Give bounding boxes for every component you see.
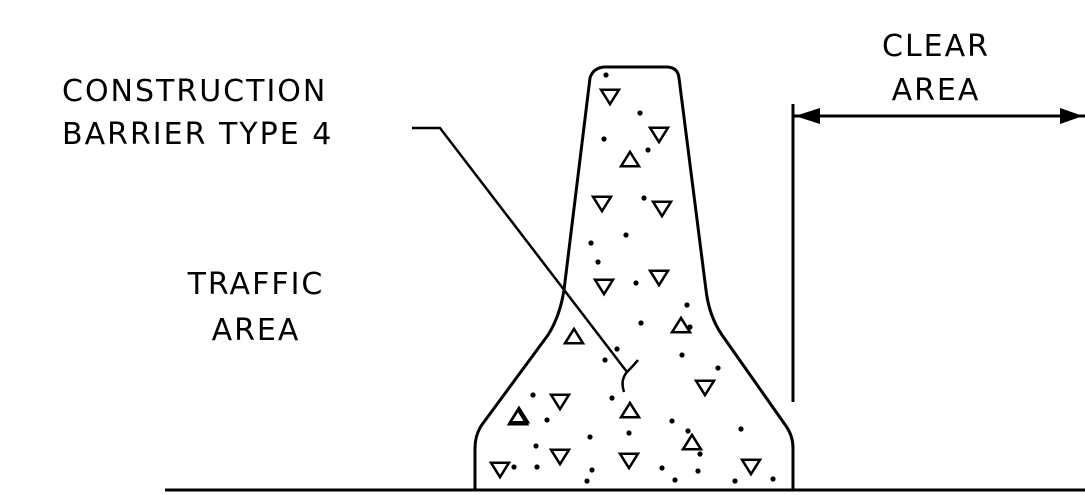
aggregate-triangle — [650, 200, 674, 219]
aggregate-triangle — [680, 432, 704, 451]
concrete-aggregate — [488, 72, 776, 484]
barrier-outline — [473, 65, 795, 490]
aggregate-triangle — [739, 458, 763, 477]
aggregate-dot — [588, 240, 594, 246]
aggregate-dot — [609, 395, 615, 401]
aggregate-dot — [697, 451, 703, 457]
aggregate-dot — [602, 357, 608, 363]
aggregate-triangle — [592, 278, 616, 297]
aggregate-triangle — [506, 407, 530, 426]
aggregate-triangle — [647, 269, 671, 288]
aggregate-dot — [614, 346, 620, 352]
aggregate-dot — [595, 259, 601, 265]
aggregate-triangle — [693, 379, 717, 398]
aggregate-dot — [603, 72, 609, 78]
barrier-label-line2: BARRIER TYPE 4 — [62, 117, 333, 152]
clear-area-label-line1: CLEAR — [882, 29, 990, 64]
aggregate-triangle — [617, 452, 641, 471]
aggregate-dot — [669, 418, 675, 424]
aggregate-triangle — [548, 393, 572, 412]
clear-area-arrowhead-right — [1060, 108, 1083, 124]
aggregate-dot — [601, 136, 607, 142]
aggregate-dot — [544, 417, 550, 423]
aggregate-dot — [732, 478, 738, 484]
aggregate-dot — [589, 467, 595, 473]
aggregate-dot — [687, 324, 693, 330]
aggregate-dot — [641, 195, 647, 201]
aggregate-triangle — [598, 88, 622, 107]
aggregate-dot — [633, 280, 639, 286]
aggregate-triangle — [488, 461, 512, 480]
aggregate-triangle — [618, 149, 642, 168]
aggregate-dot — [695, 468, 701, 474]
traffic-area-label-line2: AREA — [212, 313, 301, 348]
clear-area-arrowhead-left — [795, 108, 820, 124]
traffic-area-label-line1: TRAFFIC — [187, 267, 325, 302]
aggregate-dot — [626, 430, 632, 436]
aggregate-dot — [587, 434, 593, 440]
aggregate-dot — [623, 232, 629, 238]
aggregate-triangle — [548, 448, 572, 467]
aggregate-dot — [685, 428, 691, 434]
aggregate-dot — [770, 476, 776, 482]
aggregate-triangle — [647, 126, 671, 145]
aggregate-triangle — [562, 326, 586, 345]
barrier-label-line1: CONSTRUCTION — [62, 74, 327, 109]
barrier-leader-line — [412, 126, 628, 373]
aggregate-dot — [533, 443, 539, 449]
aggregate-dot — [534, 464, 540, 470]
aggregate-dot — [645, 147, 651, 153]
aggregate-dot — [659, 465, 665, 471]
aggregate-dot — [738, 426, 744, 432]
aggregate-triangle — [618, 400, 642, 419]
aggregate-dot — [530, 392, 536, 398]
aggregate-dot — [511, 464, 517, 470]
aggregate-dot — [637, 110, 643, 116]
aggregate-triangle — [590, 195, 614, 214]
aggregate-dot — [672, 477, 678, 483]
aggregate-dot — [638, 320, 644, 326]
aggregate-dot — [679, 352, 685, 358]
aggregate-dot — [715, 365, 721, 371]
aggregate-dot — [584, 478, 590, 484]
aggregate-dot — [684, 302, 690, 308]
clear-area-label-line2: AREA — [892, 73, 981, 108]
aggregate-triangle — [669, 315, 693, 334]
leader-end-hook — [621, 359, 639, 393]
